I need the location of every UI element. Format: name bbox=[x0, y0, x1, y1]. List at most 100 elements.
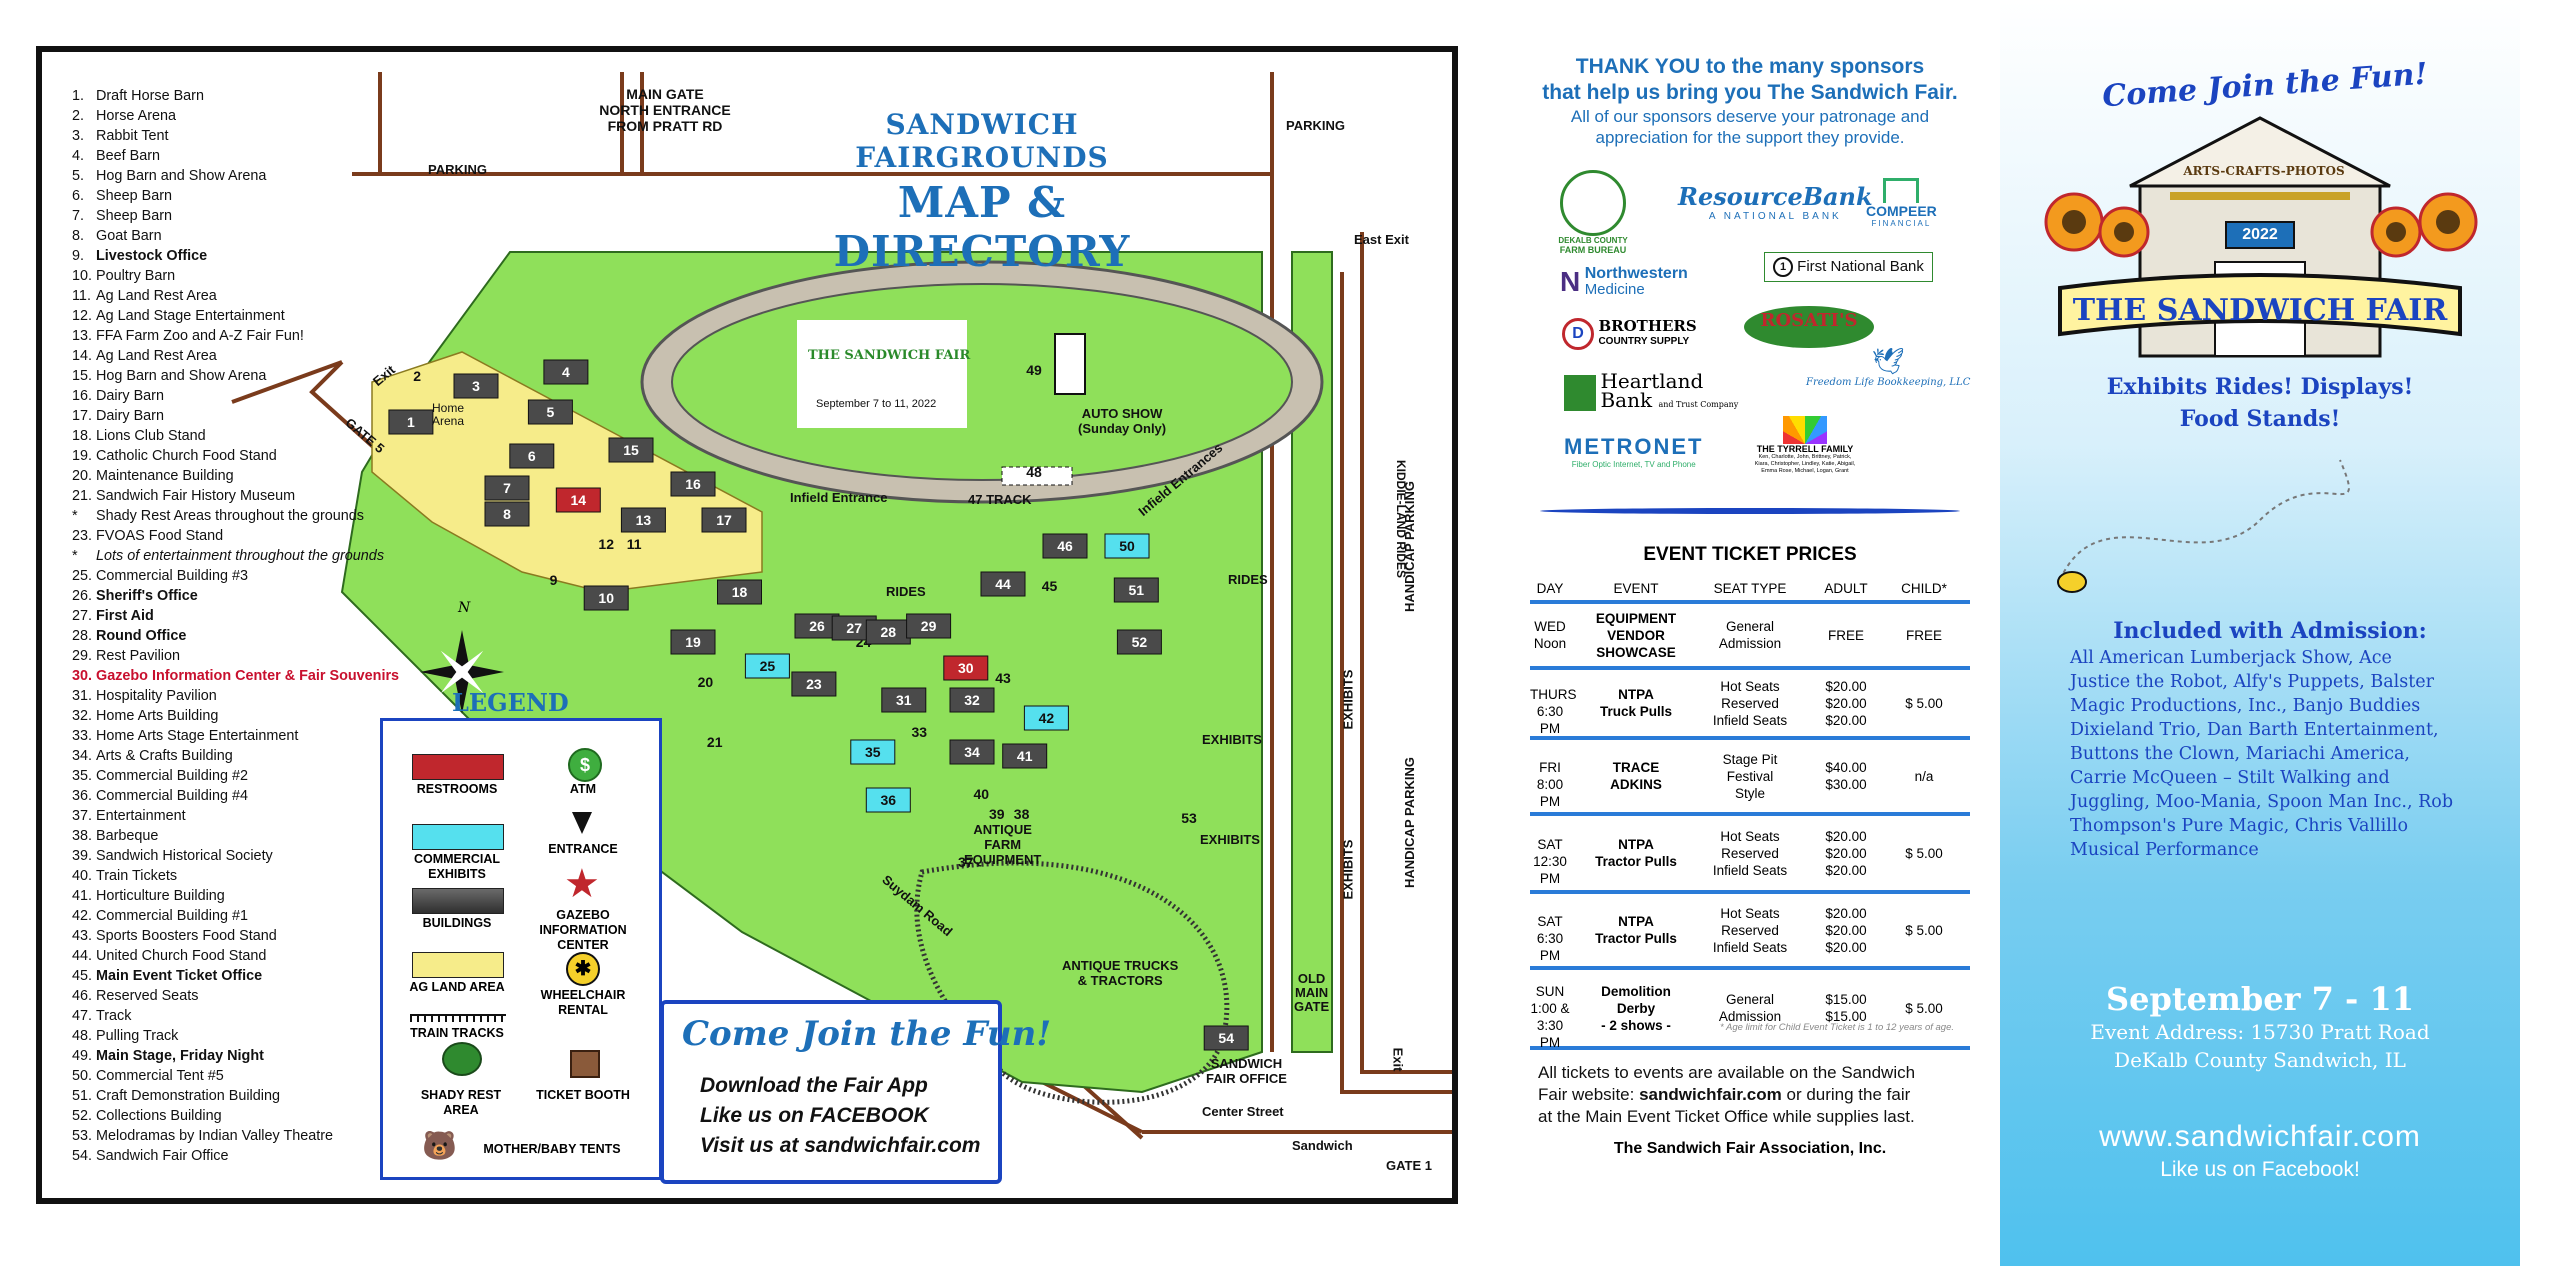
directory-item: 6.Sheep Barn bbox=[72, 186, 432, 206]
directory-item-label: Beef Barn bbox=[96, 148, 160, 164]
promo-title: Come Join the Fun! bbox=[682, 1014, 1052, 1054]
directory-item-number: 41. bbox=[72, 888, 93, 904]
building-number-45: 45 bbox=[1042, 578, 1058, 594]
ticket-cell-adult: FREE bbox=[1816, 627, 1876, 644]
ticket-cell-line: SAT bbox=[1537, 914, 1563, 929]
directory-item-number: 10. bbox=[72, 268, 93, 284]
legend-atm-icon: $ bbox=[568, 748, 602, 782]
building-number-28: 28 bbox=[881, 624, 897, 640]
building-44 bbox=[980, 571, 1026, 597]
east-exit-label: East Exit bbox=[1354, 232, 1409, 247]
directory-item: 49.Main Stage, Friday Night bbox=[72, 1046, 432, 1066]
directory-item-label: Lions Club Stand bbox=[96, 428, 206, 444]
building-number-50: 50 bbox=[1119, 538, 1135, 554]
legend-ticket: TICKET BOOTH bbox=[536, 1088, 630, 1102]
building-number-39: 39 bbox=[989, 806, 1005, 822]
ticket-cell-line: 6:30 PM bbox=[1536, 704, 1564, 736]
directory-item-label: Rest Pavilion bbox=[96, 648, 180, 664]
ticket-cell-line: $30.00 bbox=[1825, 777, 1867, 792]
directory-item: 31.Hospitality Pavilion bbox=[72, 686, 432, 706]
building-number-34: 34 bbox=[964, 744, 980, 760]
directory-item: 4.Beef Barn bbox=[72, 146, 432, 166]
directory-item-number: 19. bbox=[72, 448, 93, 464]
exhibits-strip-right bbox=[1291, 251, 1333, 1053]
brothers-logo: D BROTHERS COUNTRY SUPPLY bbox=[1562, 318, 1697, 350]
legend-commercial-swatch bbox=[412, 824, 504, 850]
promo-app: Download the Fair App bbox=[700, 1074, 928, 1097]
ticket-website-link[interactable]: sandwichfair.com bbox=[1639, 1085, 1782, 1104]
directory-item-label: Home Arts Stage Entertainment bbox=[96, 728, 299, 744]
directory-item-number: 20. bbox=[72, 468, 93, 484]
ticket-cell-line: Noon bbox=[1533, 636, 1567, 651]
included-line: All American Lumberjack Show, Ace bbox=[2070, 648, 2392, 668]
ticket-cell-line: Tractor Pulls bbox=[1595, 931, 1677, 946]
directory-item-number: 47. bbox=[72, 1008, 93, 1024]
building-number-23: 23 bbox=[806, 676, 822, 692]
building-18 bbox=[717, 579, 762, 605]
directory-item: 38.Barbeque bbox=[72, 826, 432, 846]
building-6 bbox=[509, 443, 555, 469]
directory-item-label: Ag Land Stage Entertainment bbox=[96, 308, 285, 324]
barn-illustration bbox=[2044, 116, 2478, 358]
directory-item-label: Draft Horse Barn bbox=[96, 88, 204, 104]
ticket-cell-line: $20.00 bbox=[1825, 845, 1867, 861]
directory-item: 29.Rest Pavilion bbox=[72, 646, 432, 666]
ticket-cell-line: FRI bbox=[1539, 760, 1561, 775]
building-number-3: 3 bbox=[472, 378, 480, 394]
directory-item-label: Ag Land Rest Area bbox=[96, 288, 217, 304]
directory-item-number: 2. bbox=[72, 108, 85, 124]
directory-item-label: Poultry Barn bbox=[96, 268, 176, 284]
cover-website[interactable]: www.sandwichfair.com bbox=[2099, 1120, 2421, 1153]
legend-gazebo: GAZEBO INFORMATION CENTER bbox=[539, 908, 627, 952]
building-number-17: 17 bbox=[716, 512, 732, 528]
building-13 bbox=[620, 507, 666, 533]
building-16 bbox=[670, 471, 716, 497]
directory-item: 37.Entertainment bbox=[72, 806, 432, 826]
ticket-cell-child: $ 5.00 bbox=[1884, 695, 1964, 712]
antique-trucks-label: ANTIQUE TRUCKS & TRACTORS bbox=[1062, 958, 1179, 988]
directory-item-label: Commercial Building #3 bbox=[96, 568, 248, 584]
building-number-11: 11 bbox=[627, 536, 642, 552]
ticket-info: All tickets to events are available on t… bbox=[1538, 1063, 1916, 1126]
directory-item-label: First Aid bbox=[96, 608, 154, 624]
kiddieland-label: KIDDIE-LAND RIDES bbox=[1394, 459, 1409, 579]
directory-item: 3.Rabbit Tent bbox=[72, 126, 432, 146]
compeer-logo: COMPEER FINANCIAL bbox=[1866, 178, 1937, 228]
directory-item: 2.Horse Arena bbox=[72, 106, 432, 126]
ticket-cell-child: $ 5.00 bbox=[1884, 922, 1964, 939]
thanks-line-2: that help us bring you The Sandwich Fair… bbox=[1542, 81, 1958, 104]
bee-path-icon bbox=[2057, 459, 2350, 593]
auto-show-label: AUTO SHOW (Sunday Only) bbox=[1078, 406, 1167, 436]
building-number-6: 6 bbox=[528, 448, 536, 464]
gate1-label: GATE 1 bbox=[1386, 1158, 1432, 1173]
building-17 bbox=[701, 507, 747, 533]
directory-item-label: Goat Barn bbox=[96, 228, 162, 244]
train-tracks bbox=[914, 860, 1230, 1105]
directory-item: 40.Train Tickets bbox=[72, 866, 432, 886]
cover-facebook[interactable]: Like us on Facebook! bbox=[2160, 1158, 2360, 1181]
directory-item-label: Sheriff's Office bbox=[96, 588, 198, 604]
directory-item-label: Entertainment bbox=[96, 808, 186, 824]
ticket-cell-line: $20.00 bbox=[1825, 678, 1867, 694]
infield bbox=[671, 283, 1293, 481]
directory-item-label: FFA Farm Zoo and A-Z Fair Fun! bbox=[96, 328, 304, 344]
ticket-header-cell: SEAT TYPE bbox=[1713, 581, 1787, 596]
building-number-37: 37 bbox=[958, 854, 974, 870]
directory-item: 47.Track bbox=[72, 1006, 432, 1026]
directory-item-number: 11. bbox=[72, 288, 91, 304]
shady-tree-icon bbox=[442, 1042, 482, 1076]
directory-item-number: 1. bbox=[72, 88, 85, 104]
legend-buildings: BUILDINGS bbox=[422, 916, 492, 930]
directory-item: *Shady Rest Areas throughout the grounds bbox=[72, 506, 432, 526]
ticket-cell-child: FREE bbox=[1884, 627, 1964, 644]
ticket-cell-line: NTPA bbox=[1618, 914, 1654, 929]
ticket-header-cell: CHILD* bbox=[1901, 581, 1947, 596]
ticket-cell-line: ADKINS bbox=[1610, 777, 1662, 792]
ticket-cell-adult: $20.00$20.00$20.00 bbox=[1816, 678, 1876, 729]
ticket-cell-line: $ 5.00 bbox=[1905, 922, 1943, 938]
promo-website[interactable]: Visit us at sandwichfair.com bbox=[700, 1134, 981, 1157]
